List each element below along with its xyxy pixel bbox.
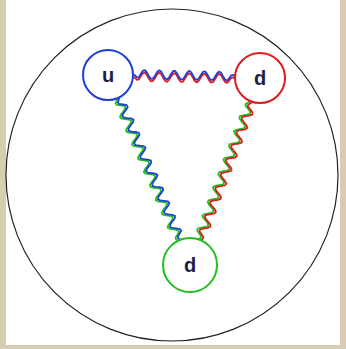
gluon-line xyxy=(116,98,182,241)
quark-ring xyxy=(235,53,285,103)
gluon-line xyxy=(197,101,252,240)
neutron-circle xyxy=(6,9,338,341)
gluon-strand xyxy=(118,98,181,240)
gluon-strand xyxy=(200,102,253,240)
quark-circle: u xyxy=(81,48,135,102)
quark-ring xyxy=(163,238,217,292)
quark-label: u xyxy=(102,64,114,87)
quark-label: d xyxy=(254,67,266,90)
gluon-strand xyxy=(133,70,235,80)
quark-circle: d xyxy=(233,51,287,105)
quark-circle: d xyxy=(161,236,219,294)
gluon-line xyxy=(133,70,235,83)
quark-ring xyxy=(83,50,133,100)
quark-label: d xyxy=(184,254,196,277)
